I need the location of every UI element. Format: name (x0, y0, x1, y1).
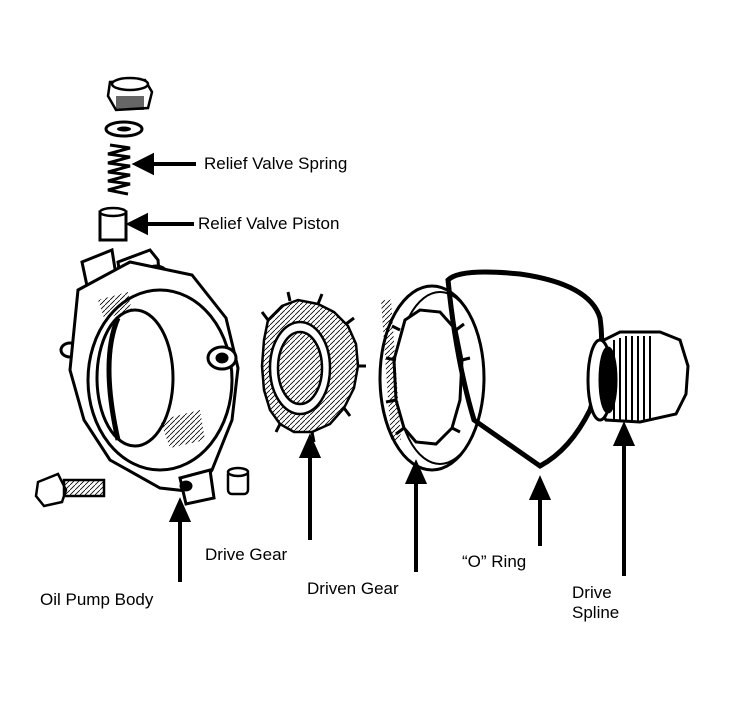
driven-gear (378, 284, 486, 472)
drive-spline (586, 330, 690, 424)
oil-pump-body (59, 247, 240, 506)
relief-valve-spring (107, 143, 131, 196)
label-drive-gear: Drive Gear (205, 545, 288, 564)
relief-valve-washer (104, 120, 144, 138)
label-drive-spline-line2: Spline (572, 602, 620, 622)
label-drive-spline-line1: Drive (572, 583, 612, 602)
leader-arrows (125, 152, 636, 582)
relief-valve-plug (106, 76, 154, 112)
label-driven-gear: Driven Gear (307, 579, 399, 598)
label-relief-valve-piston: Relief Valve Piston (198, 214, 340, 233)
dowel-pin (226, 466, 250, 496)
drive-gear (260, 291, 366, 443)
relief-valve-piston (98, 206, 128, 242)
label-relief-valve-spring: Relief Valve Spring (204, 154, 348, 173)
label-o-ring: “O” Ring (462, 552, 527, 571)
label-oil-pump-body: Oil Pump Body (40, 590, 154, 609)
label-drive-spline: Drive Spline (572, 583, 619, 622)
mounting-bolt (34, 472, 106, 508)
